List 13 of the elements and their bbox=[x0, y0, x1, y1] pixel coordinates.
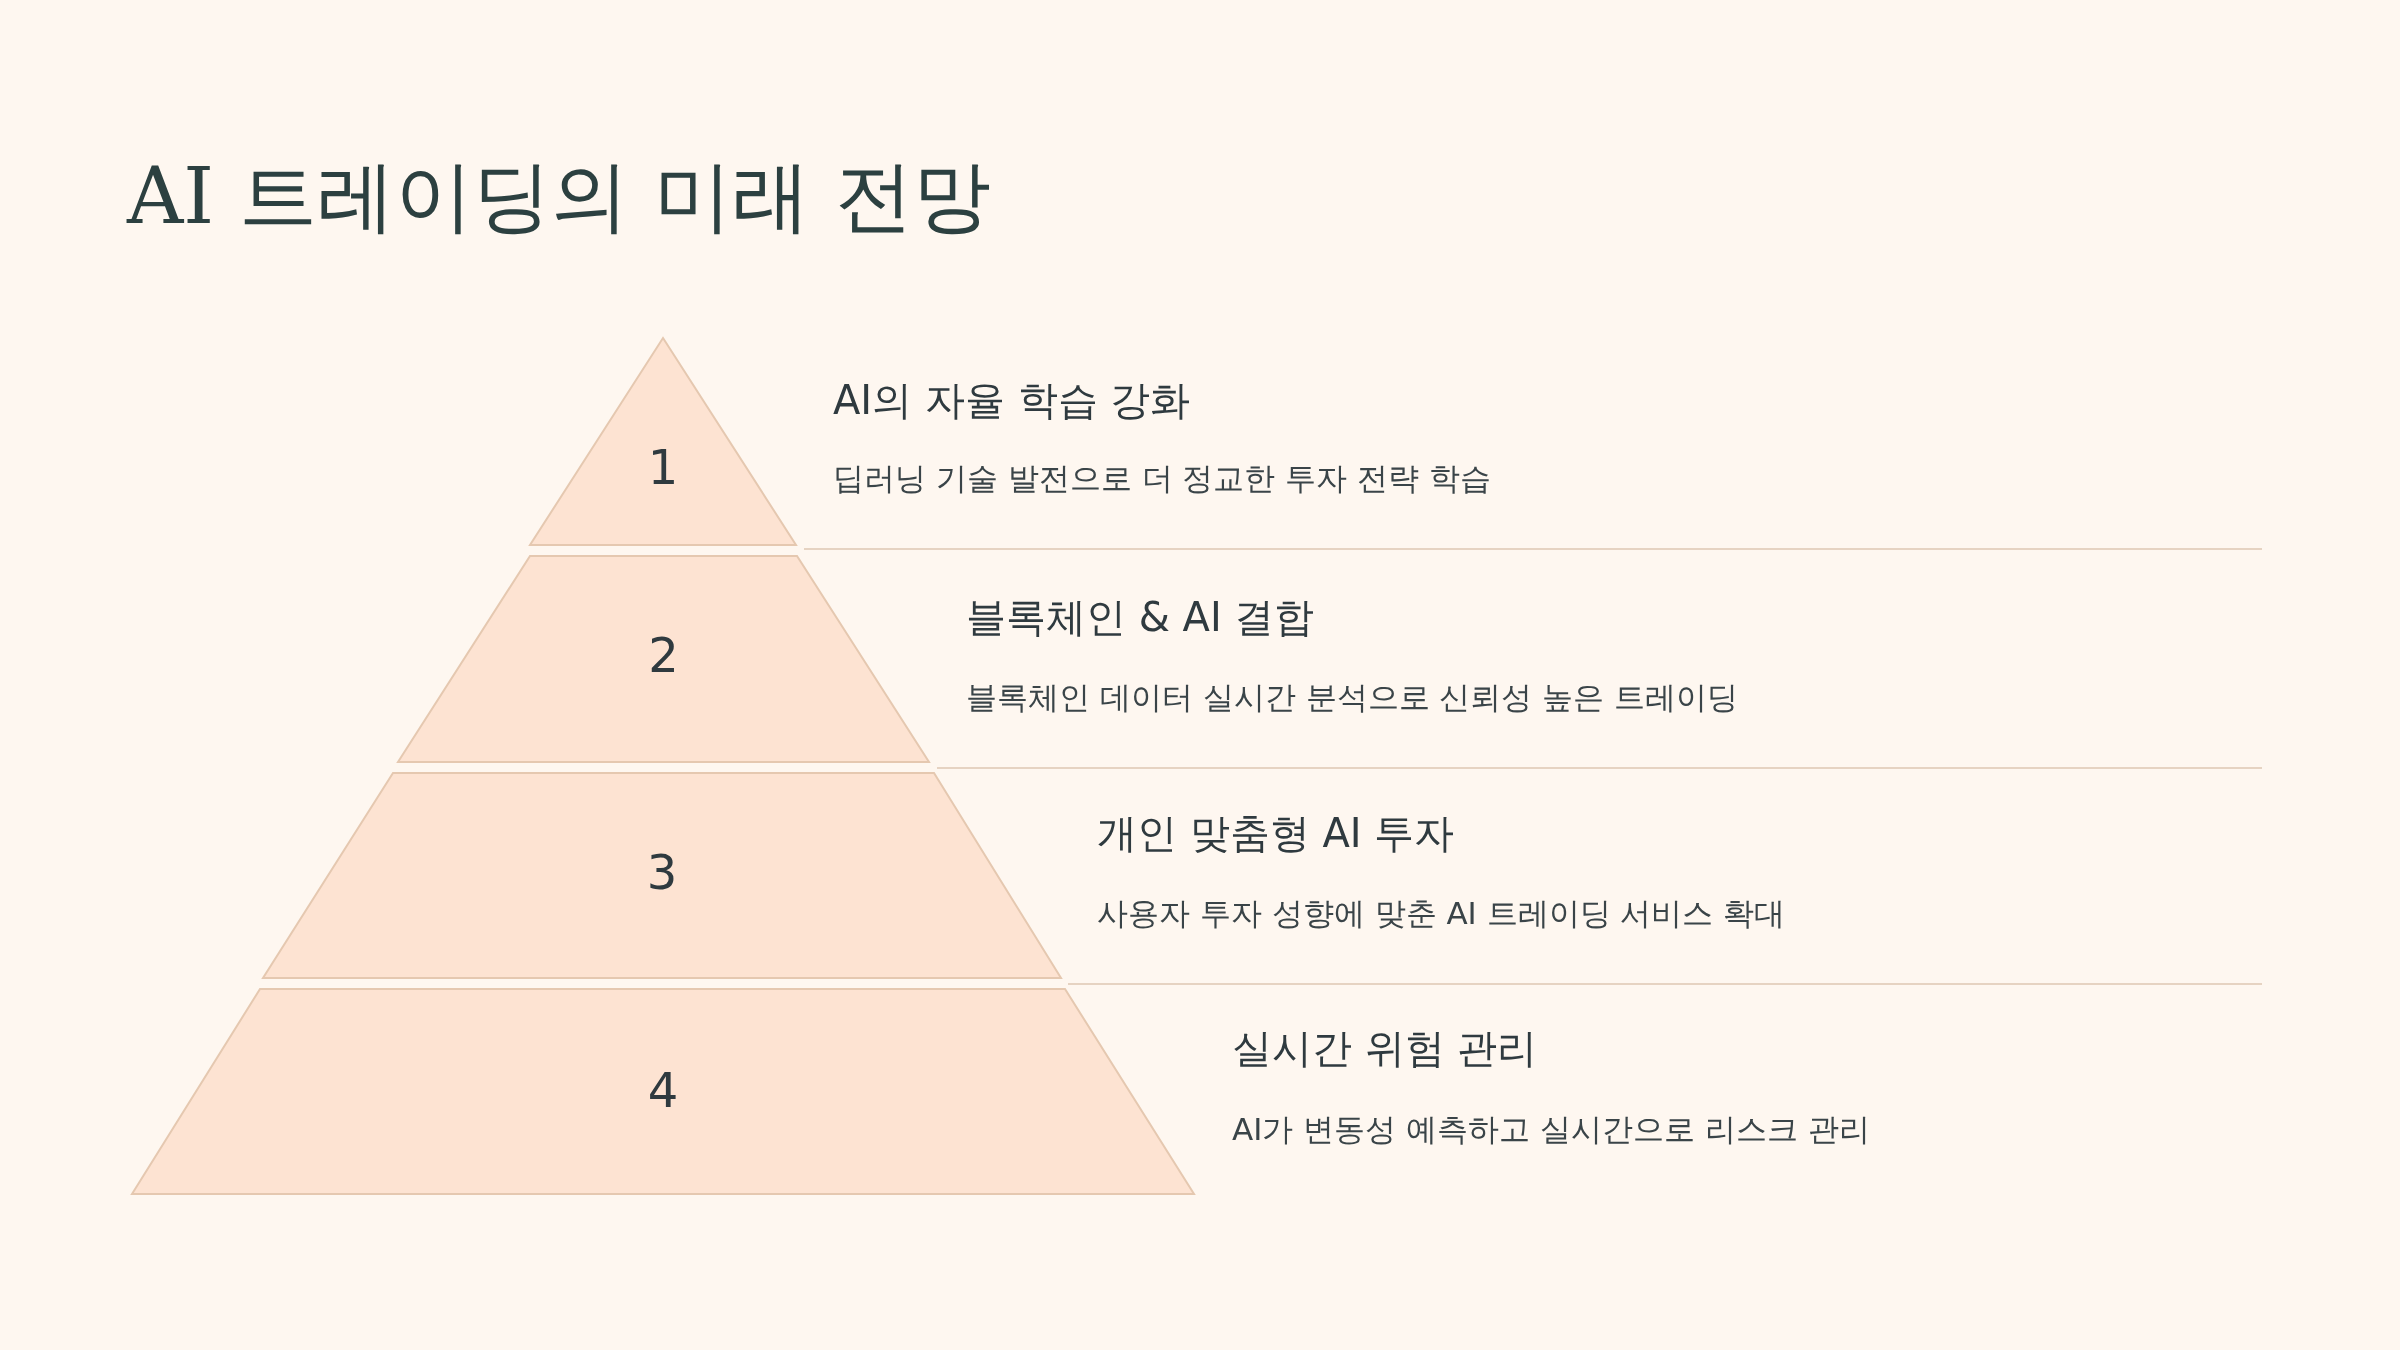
tier-heading: AI의 자율 학습 강화 bbox=[833, 376, 1191, 424]
tier-description: 사용자 투자 성향에 맞춘 AI 트레이딩 서비스 확대 bbox=[1097, 895, 1786, 933]
title: AI 트레이딩의 미래 전망 bbox=[127, 150, 991, 243]
tier-heading: 블록체인 & AI 결합 bbox=[966, 593, 1315, 641]
tier-number: 4 bbox=[647, 1066, 679, 1114]
tier-description: 블록체인 데이터 실시간 분석으로 신뢰성 높은 트레이딩 bbox=[966, 679, 1739, 717]
tier-number: 3 bbox=[646, 848, 678, 896]
tier-description: AI가 변동성 예측하고 실시간으로 리스크 관리 bbox=[1232, 1111, 1870, 1149]
tier-heading: 실시간 위험 관리 bbox=[1232, 1024, 1538, 1072]
tier-description: 딥러닝 기술 발전으로 더 정교한 투자 전략 학습 bbox=[833, 460, 1491, 498]
tier-heading: 개인 맞춤형 AI 투자 bbox=[1097, 809, 1455, 857]
tier-number: 1 bbox=[647, 443, 679, 491]
tier-number: 2 bbox=[648, 631, 679, 679]
